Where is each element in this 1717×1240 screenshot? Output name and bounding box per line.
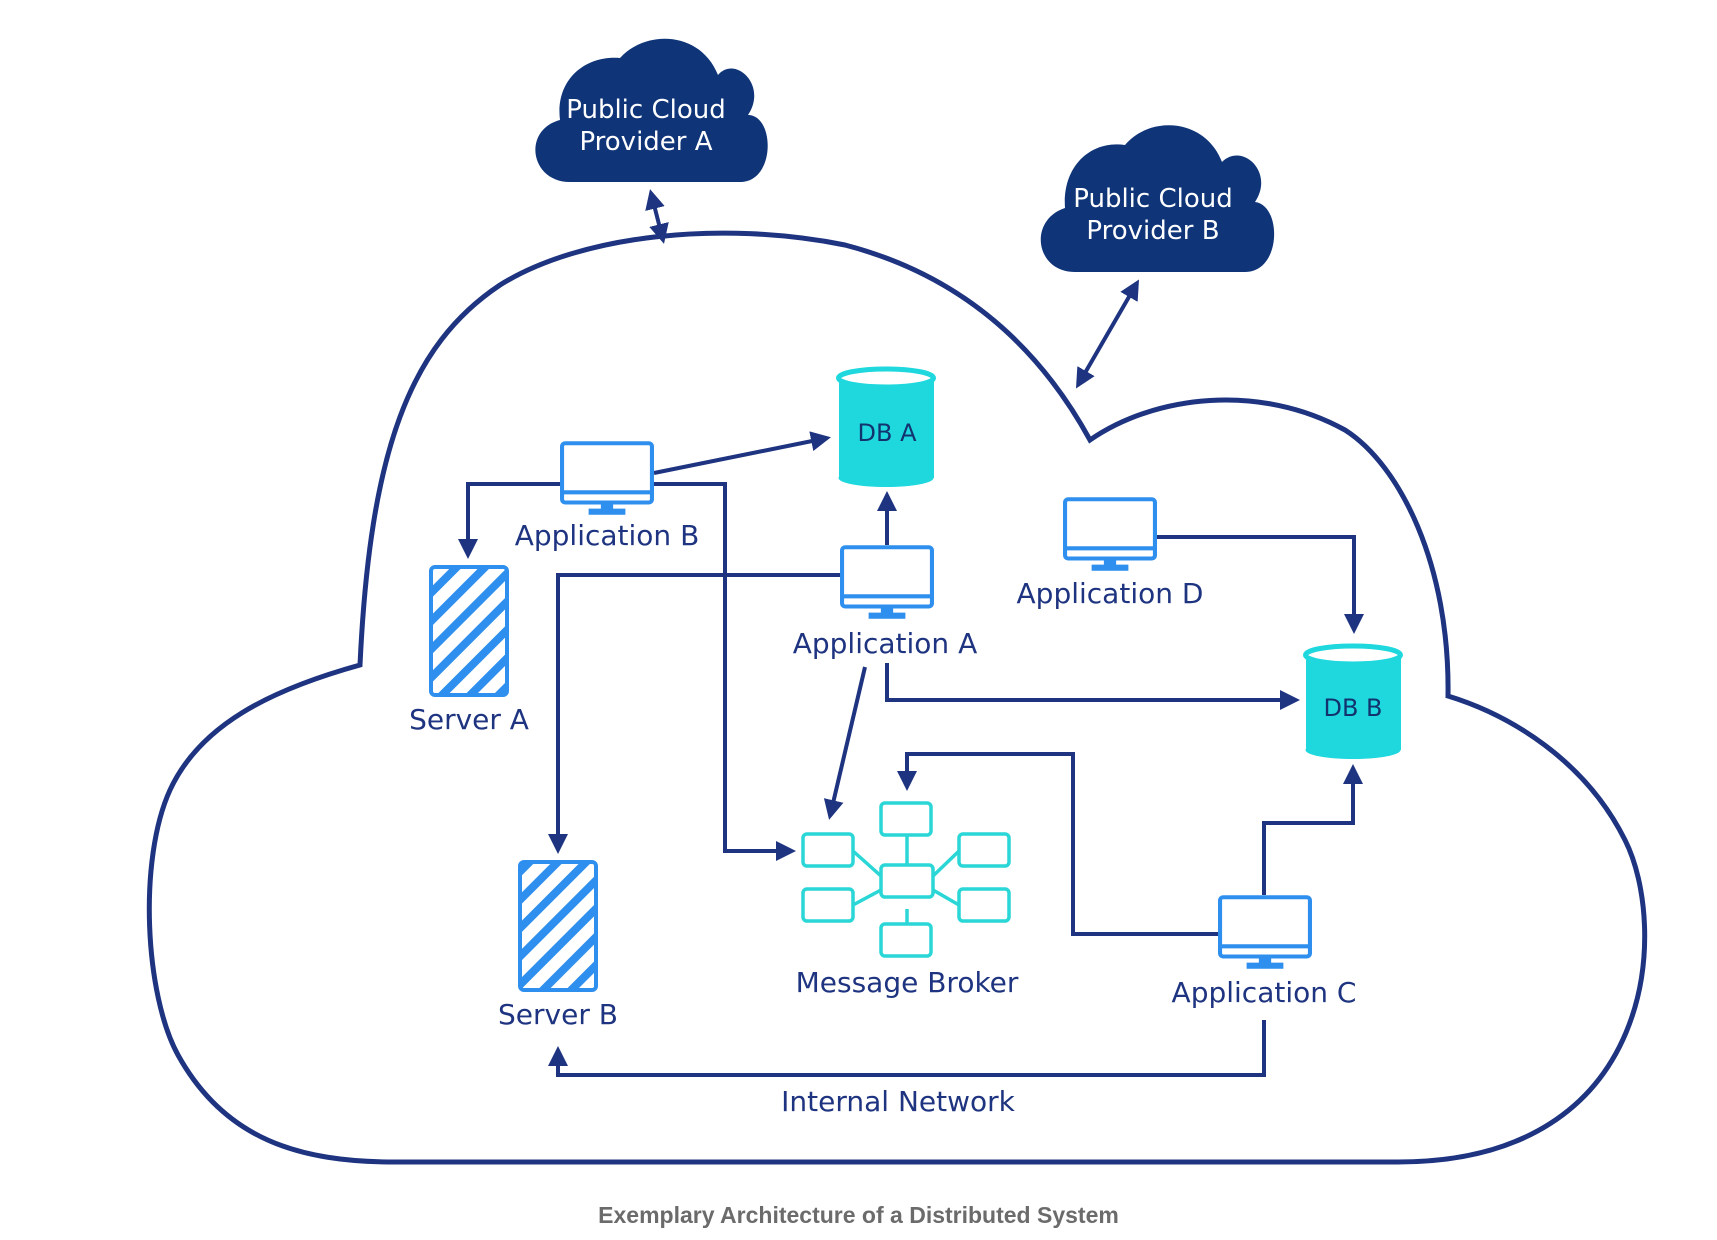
db-a: DB A	[836, 366, 936, 487]
internal-network-label: Internal Network	[781, 1085, 1016, 1118]
application-d-label: Application D	[1017, 577, 1204, 610]
arrow-cloud-b	[1075, 279, 1140, 389]
broker-node	[879, 801, 933, 837]
public-cloud-a: Public Cloud Provider A	[535, 38, 768, 182]
connectors	[458, 189, 1364, 1077]
broker-nodes	[801, 801, 1011, 958]
cloud-b-line2: Provider B	[1086, 216, 1219, 246]
cloud-a-line2: Provider A	[579, 127, 712, 157]
server-b-label: Server B	[498, 998, 618, 1031]
arrow-appb-dba	[653, 431, 831, 475]
application-b-label: Application B	[515, 519, 700, 552]
arrow-appa-broker	[823, 666, 867, 820]
broker-hub	[879, 863, 935, 899]
application-b: Application B	[515, 443, 700, 552]
application-c-label: Application C	[1172, 976, 1357, 1009]
cloud-b-line1: Public Cloud	[1073, 184, 1232, 214]
broker-node	[957, 887, 1011, 923]
cloud-a-line1: Public Cloud	[566, 95, 725, 125]
db-b-bottom	[1305, 741, 1401, 759]
message-broker: Message Broker	[796, 801, 1019, 999]
server-a-label: Server A	[409, 703, 529, 736]
cloud-b-shape	[1040, 125, 1275, 272]
public-cloud-b: Public Cloud Provider B	[1040, 125, 1275, 272]
monitor-icon	[562, 443, 652, 515]
db-a-top	[836, 366, 936, 390]
broker-node	[879, 922, 933, 958]
architecture-diagram: Public Cloud Provider A Public Cloud Pro…	[146, 38, 1648, 1165]
server-b: Server B	[498, 860, 618, 1031]
arrow-appb-servera	[458, 482, 560, 559]
broker-node	[801, 832, 855, 868]
monitor-icon	[1220, 897, 1310, 969]
arrow-appc-serverb	[548, 1020, 1266, 1077]
db-a-bottom	[838, 469, 934, 487]
db-b-label: DB B	[1323, 694, 1382, 722]
db-a-label: DB A	[858, 419, 918, 447]
application-a: Application A	[793, 547, 978, 660]
cloud-a-shape	[535, 38, 768, 182]
arrow-appc-broker	[897, 752, 1218, 936]
db-b-body	[1306, 655, 1401, 750]
arrow-appd-dbb	[1155, 535, 1364, 634]
arrow-appa-serverb	[548, 573, 840, 854]
server-a: Server A	[409, 565, 529, 736]
figure-caption: Exemplary Architecture of a Distributed …	[598, 1202, 1119, 1228]
db-a-body	[839, 378, 934, 478]
application-c: Application C	[1172, 897, 1357, 1009]
message-broker-label: Message Broker	[796, 966, 1019, 999]
application-a-label: Application A	[793, 627, 978, 660]
arrow-appa-dbb	[885, 663, 1300, 710]
server-b-icon	[518, 860, 598, 992]
monitor-icon	[842, 547, 932, 619]
arrow-appb-broker	[654, 482, 796, 861]
db-b-top	[1303, 643, 1403, 667]
application-d: Application D	[1017, 499, 1204, 610]
db-b: DB B	[1303, 643, 1403, 759]
server-a-icon	[429, 565, 509, 697]
broker-links	[851, 835, 961, 924]
broker-node	[801, 887, 855, 923]
arrow-appc-dbb	[1262, 764, 1363, 895]
monitor-icon	[1065, 499, 1155, 571]
broker-node	[957, 832, 1011, 868]
arrow-cloud-a	[645, 189, 669, 244]
